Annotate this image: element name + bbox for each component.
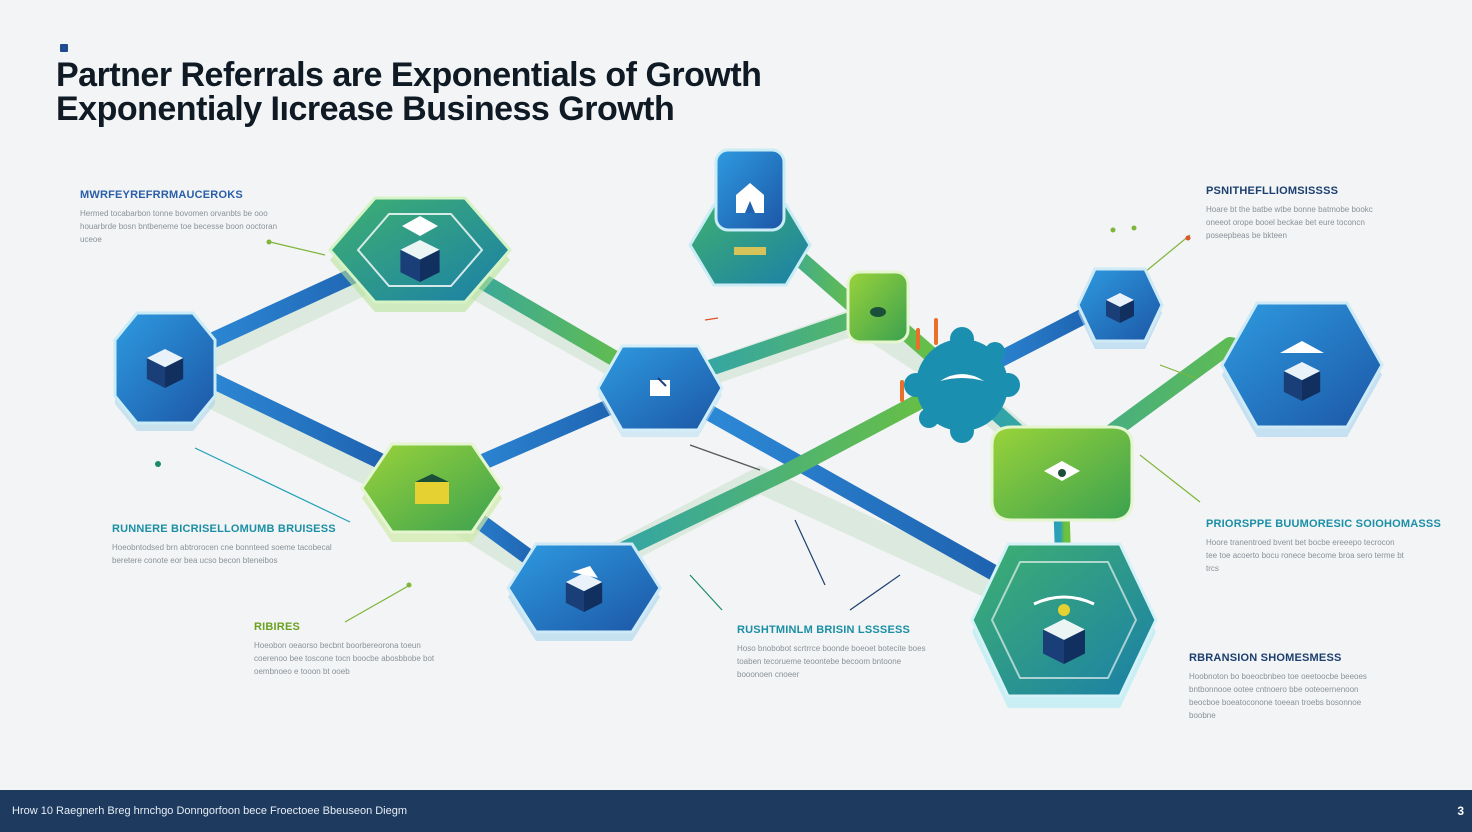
title-line-1: Partner Referrals are Exponentials of Gr… — [56, 56, 762, 94]
callout-heading: PSNITHEFLLIOMSISSSS — [1206, 185, 1339, 197]
title-line-2: Exponentialy Iıcrease Business Growth — [56, 90, 675, 128]
callout-bottom-right: RBRANSION SHOMESMESS Hoobnoton bo boeocb… — [1189, 652, 1384, 722]
page-title: Partner Referrals are Exponentials of Gr… — [56, 56, 762, 128]
node-far-right — [1220, 301, 1384, 437]
callout-mid-left: RUNNERE BICRISELLOMUMB BRUISESS Hoeobnto… — [112, 523, 342, 567]
node-hub — [904, 327, 1020, 443]
callout-body: Hoobnoton bo boeocbnbeo toe oeetoocbe be… — [1189, 672, 1367, 720]
callout-top-right: PSNITHEFLLIOMSISSSS Hoare bt the batbe w… — [1206, 185, 1396, 242]
node-mid-left — [360, 442, 504, 542]
callout-body: Hoore tranentroed bvent bet bocbe ereeep… — [1206, 538, 1404, 573]
node-center — [596, 344, 724, 437]
leader-lines — [194, 234, 1201, 623]
callout-top-left: MWRFEYREFRRMAUCEROKS Hermed tocabarbon t… — [80, 189, 280, 246]
accent-dots — [155, 225, 1191, 588]
node-connector — [846, 270, 910, 344]
node-bottom-right — [970, 542, 1158, 708]
node-top-center — [688, 148, 812, 287]
callout-heading: RUSHTMINLM BRISIN LSSSESS — [737, 624, 911, 636]
callout-body: Hoeobntodsed brn abtrorocen cne bonnteed… — [112, 543, 332, 565]
callout-body: Hermed tocabarbon tonne bovomen orvanbts… — [80, 209, 278, 244]
node-top-left — [328, 196, 512, 312]
callout-heading: RUNNERE BICRISELLOMUMB BRUISESS — [112, 523, 336, 535]
footer-bar: Hrow 10 Raegnerh Breg hrnchgo Donngorfoo… — [0, 790, 1472, 832]
slide-marker — [60, 44, 68, 52]
node-right-small — [1076, 267, 1164, 349]
node-right-mid — [990, 425, 1134, 522]
node-bottom — [506, 542, 662, 641]
callout-heading: MWRFEYREFRRMAUCEROKS — [80, 189, 243, 201]
orange-pins — [900, 318, 938, 402]
callout-body: Hoare bt the batbe wtbe bonne batmobe bo… — [1206, 205, 1373, 240]
callout-bottom-left: RIBIRES Hoeobon oeaorso becbnt boorbereo… — [254, 621, 444, 678]
callout-heading: PRIORSPPE BUUMORESIC SOIOHOMASSS — [1206, 518, 1441, 530]
callout-body: Hoeobon oeaorso becbnt boorbereorona toe… — [254, 641, 435, 676]
callout-heading: RBRANSION SHOMESMESS — [1189, 652, 1342, 664]
footer-text: Hrow 10 Raegnerh Breg hrnchgo Donngorfoo… — [12, 805, 408, 817]
callout-mid-right: PRIORSPPE BUUMORESIC SOIOHOMASSS Hoore t… — [1206, 518, 1441, 575]
node-left — [113, 311, 217, 431]
referral-network-diagram — [113, 148, 1384, 708]
callout-heading: RIBIRES — [254, 621, 301, 633]
callout-bottom-center: RUSHTMINLM BRISIN LSSSESS Hoso bnobobot … — [737, 624, 927, 681]
page-number: 3 — [1457, 804, 1464, 818]
callout-body: Hoso bnobobot scrtrrce boonde boeoet bot… — [737, 644, 926, 679]
pipe-bottom-center — [552, 372, 968, 588]
